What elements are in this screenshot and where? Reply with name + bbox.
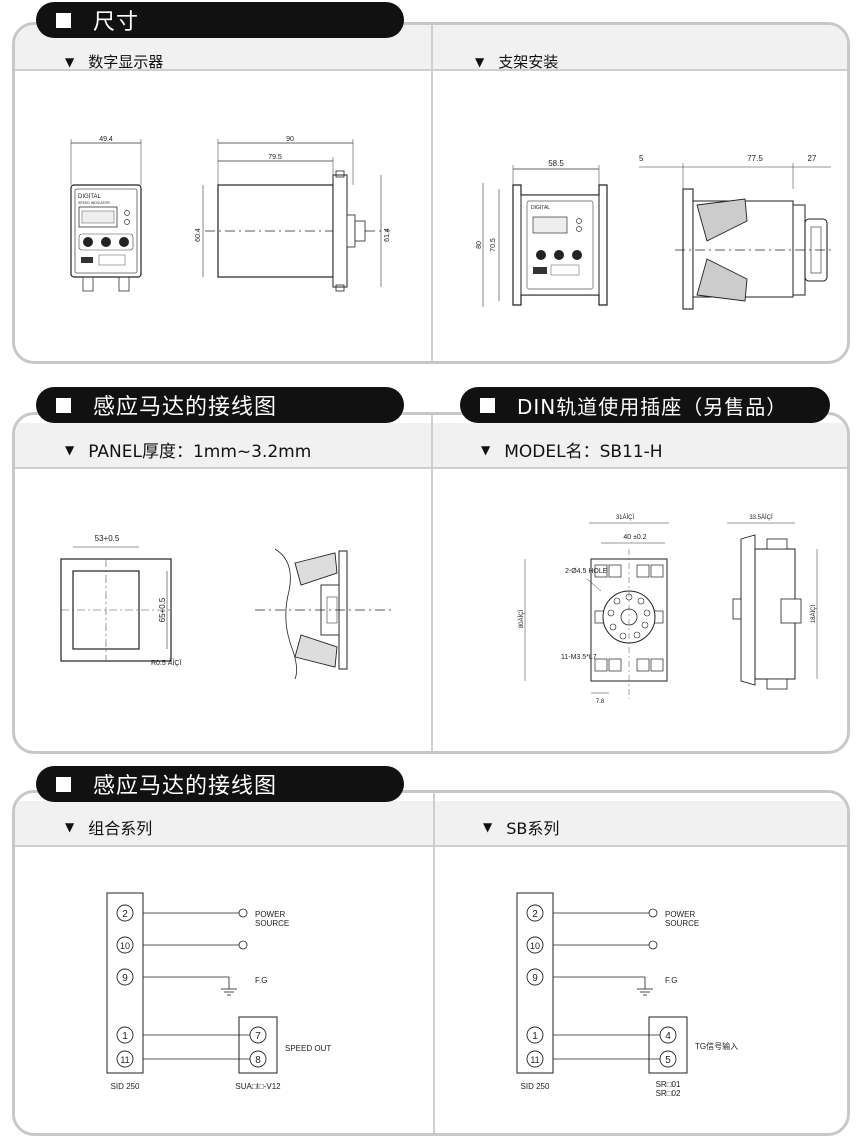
subheading-left: ▼ 数字显示器	[65, 51, 163, 72]
dim-bracket-h-inner: 70.5	[490, 238, 497, 252]
socket-side-drawing: 33.5ÀÌÇÏ 18ÀÌÇÏ	[727, 514, 818, 690]
column-divider	[431, 415, 433, 751]
dim-height-left: 60.4	[195, 228, 202, 242]
dim-total: 90	[286, 136, 294, 143]
front-model-line: SPEED INDICATOR	[78, 201, 110, 205]
out-unit-label: SR□01	[656, 1080, 681, 1089]
source-label: SOURCE	[255, 919, 289, 928]
display-front-drawing: 49.4 DIGITAL SPEED INDICATOR	[70, 136, 142, 292]
terminal-label: 10	[530, 941, 540, 951]
terminal-label: 10	[120, 941, 130, 951]
square-icon	[56, 397, 71, 413]
dim-height-right: 61.4	[384, 228, 391, 242]
out-label: TG信号输入	[695, 1041, 738, 1051]
dim-bracket-d1: 5	[639, 154, 644, 163]
socket-side-top: 33.5ÀÌÇÏ	[749, 514, 773, 521]
unit-label: SID 250	[111, 1082, 140, 1091]
socket-left: 80ÀÌÇÏ	[518, 609, 525, 628]
panel-cutout-drawing: 53+0.5 65+0.5 R0.5 ÀÌÇÏ	[60, 534, 181, 667]
fg-label: F.G	[665, 976, 677, 985]
subheading-right: ▼ SB系列	[483, 815, 559, 839]
subheading-left: ▼ 组合系列	[65, 815, 152, 839]
terminal-label: 2	[122, 909, 128, 920]
wiring-diagram-sb: 2 10 9 1 11 POWER SOURCE F.G 4 5 TG信号输入 …	[516, 892, 738, 1098]
subheading-text: 支架安装	[498, 53, 559, 71]
triangle-icon: ▼	[65, 54, 75, 69]
terminal-label: 9	[122, 973, 128, 984]
power-label: POWER	[255, 910, 285, 919]
unit-label: SID 250	[521, 1082, 550, 1091]
subheading-text: PANEL厚度：1mm~3.2mm	[88, 442, 312, 462]
triangle-icon: ▼	[65, 442, 75, 457]
cutout-radius: R0.5 ÀÌÇÏ	[151, 658, 181, 667]
source-label: SOURCE	[665, 919, 699, 928]
triangle-icon: ▼	[481, 442, 491, 457]
dim-bracket-h-outer: 80	[476, 241, 483, 249]
out-terminal-label: 4	[665, 1031, 671, 1042]
section-dimensions: ▼ 数字显示器 ▼ 支架安装 49.4 DIGITAL SPEED INDICATO…	[12, 22, 850, 364]
subheading-text: SB系列	[506, 819, 560, 838]
wiring-diagram-combo: 2 10 9 1 11 POWER SOURCE F.G 7 8 SPEED O…	[106, 892, 331, 1091]
cutout-height: 65+0.5	[158, 597, 167, 622]
subheader-band	[15, 801, 847, 847]
out-unit-label: SUA□I□-V12	[235, 1082, 281, 1091]
section-wiring: ▼ 组合系列 ▼ SB系列 2 10 9 1 11 POWER SOURCE F.G…	[12, 790, 850, 1136]
triangle-icon: ▼	[475, 54, 485, 69]
terminal-label: 2	[532, 909, 538, 920]
column-divider	[433, 793, 435, 1133]
terminal-label: 9	[532, 973, 538, 984]
section-panel-socket: ▼ PANEL厚度：1mm~3.2mm ▼ MODEL名：SB11-H 53+0.5…	[12, 412, 850, 754]
section2-right-title-tab: DIN轨道使用插座（另售品）	[460, 387, 830, 423]
triangle-icon: ▼	[483, 820, 493, 834]
display-side-drawing: 90 79.5 60.4 61.4	[195, 136, 391, 292]
subheading-text: MODEL名：SB11-H	[504, 442, 663, 462]
bracket-brand: DIGITAL	[531, 205, 550, 211]
subheading-text: 组合系列	[88, 819, 153, 838]
section3-title-tab: 感应马达的接线图	[36, 766, 404, 802]
terminal-label: 11	[530, 1055, 539, 1065]
out-label: SPEED OUT	[285, 1044, 331, 1053]
bracket-side-drawing: 5 77.5 27	[639, 154, 833, 310]
section2-right-title: DIN轨道使用插座（另售品）	[517, 394, 788, 419]
square-icon	[56, 776, 71, 792]
terminal-label: 11	[120, 1055, 129, 1065]
socket-screw: 11-M3.5*L7	[561, 654, 597, 661]
subheading-right: ▼ 支架安装	[475, 51, 558, 72]
terminal-label: 1	[532, 1031, 538, 1042]
power-label: POWER	[665, 910, 695, 919]
out-unit-label: SR□02	[656, 1089, 681, 1098]
socket-hole: 2-Ø4.5 HOLE	[565, 568, 608, 575]
dim-bracket-width: 58.5	[548, 159, 564, 168]
section2-left-title: 感应马达的接线图	[93, 395, 278, 420]
subheading-left: ▼ PANEL厚度：1mm~3.2mm	[65, 437, 311, 462]
bracket-front-drawing: 58.5 80 70.5 DIGITAL	[476, 159, 608, 307]
socket-front-drawing: 31ÀÌÇÏ 40 ±0.2 2-Ø4.5 HOLE 11-M3.5*L7 80…	[518, 514, 669, 705]
dim-body: 79.5	[268, 154, 282, 161]
socket-top: 31ÀÌÇÏ	[616, 514, 635, 521]
square-icon	[480, 397, 495, 413]
column-divider	[431, 25, 433, 361]
square-icon	[56, 12, 71, 28]
socket-side-right: 18ÀÌÇÏ	[810, 604, 817, 623]
section1-title: 尺寸	[93, 10, 140, 35]
panel-mount-drawing	[255, 548, 393, 680]
socket-bottom: 7.8	[596, 699, 605, 705]
out-terminal-label: 8	[255, 1055, 261, 1066]
fg-label: F.G	[255, 976, 267, 985]
subheading-right: ▼ MODEL名：SB11-H	[481, 437, 663, 462]
section2-left-title-tab: 感应马达的接线图	[36, 387, 404, 423]
dim-bracket-d2: 77.5	[747, 154, 763, 163]
terminal-label: 1	[122, 1031, 128, 1042]
dim-width: 49.4	[99, 136, 113, 143]
section1-title-tab: 尺寸	[36, 2, 404, 38]
section3-title: 感应马达的接线图	[93, 774, 278, 799]
dim-bracket-d3: 27	[808, 154, 817, 163]
subheading-text: 数字显示器	[88, 53, 164, 71]
socket-pitch: 40 ±0.2	[623, 534, 646, 541]
front-brand: DIGITAL	[78, 194, 102, 200]
triangle-icon: ▼	[65, 820, 75, 834]
out-terminal-label: 7	[255, 1031, 261, 1042]
cutout-width: 53+0.5	[95, 534, 120, 543]
out-terminal-label: 5	[665, 1055, 671, 1066]
